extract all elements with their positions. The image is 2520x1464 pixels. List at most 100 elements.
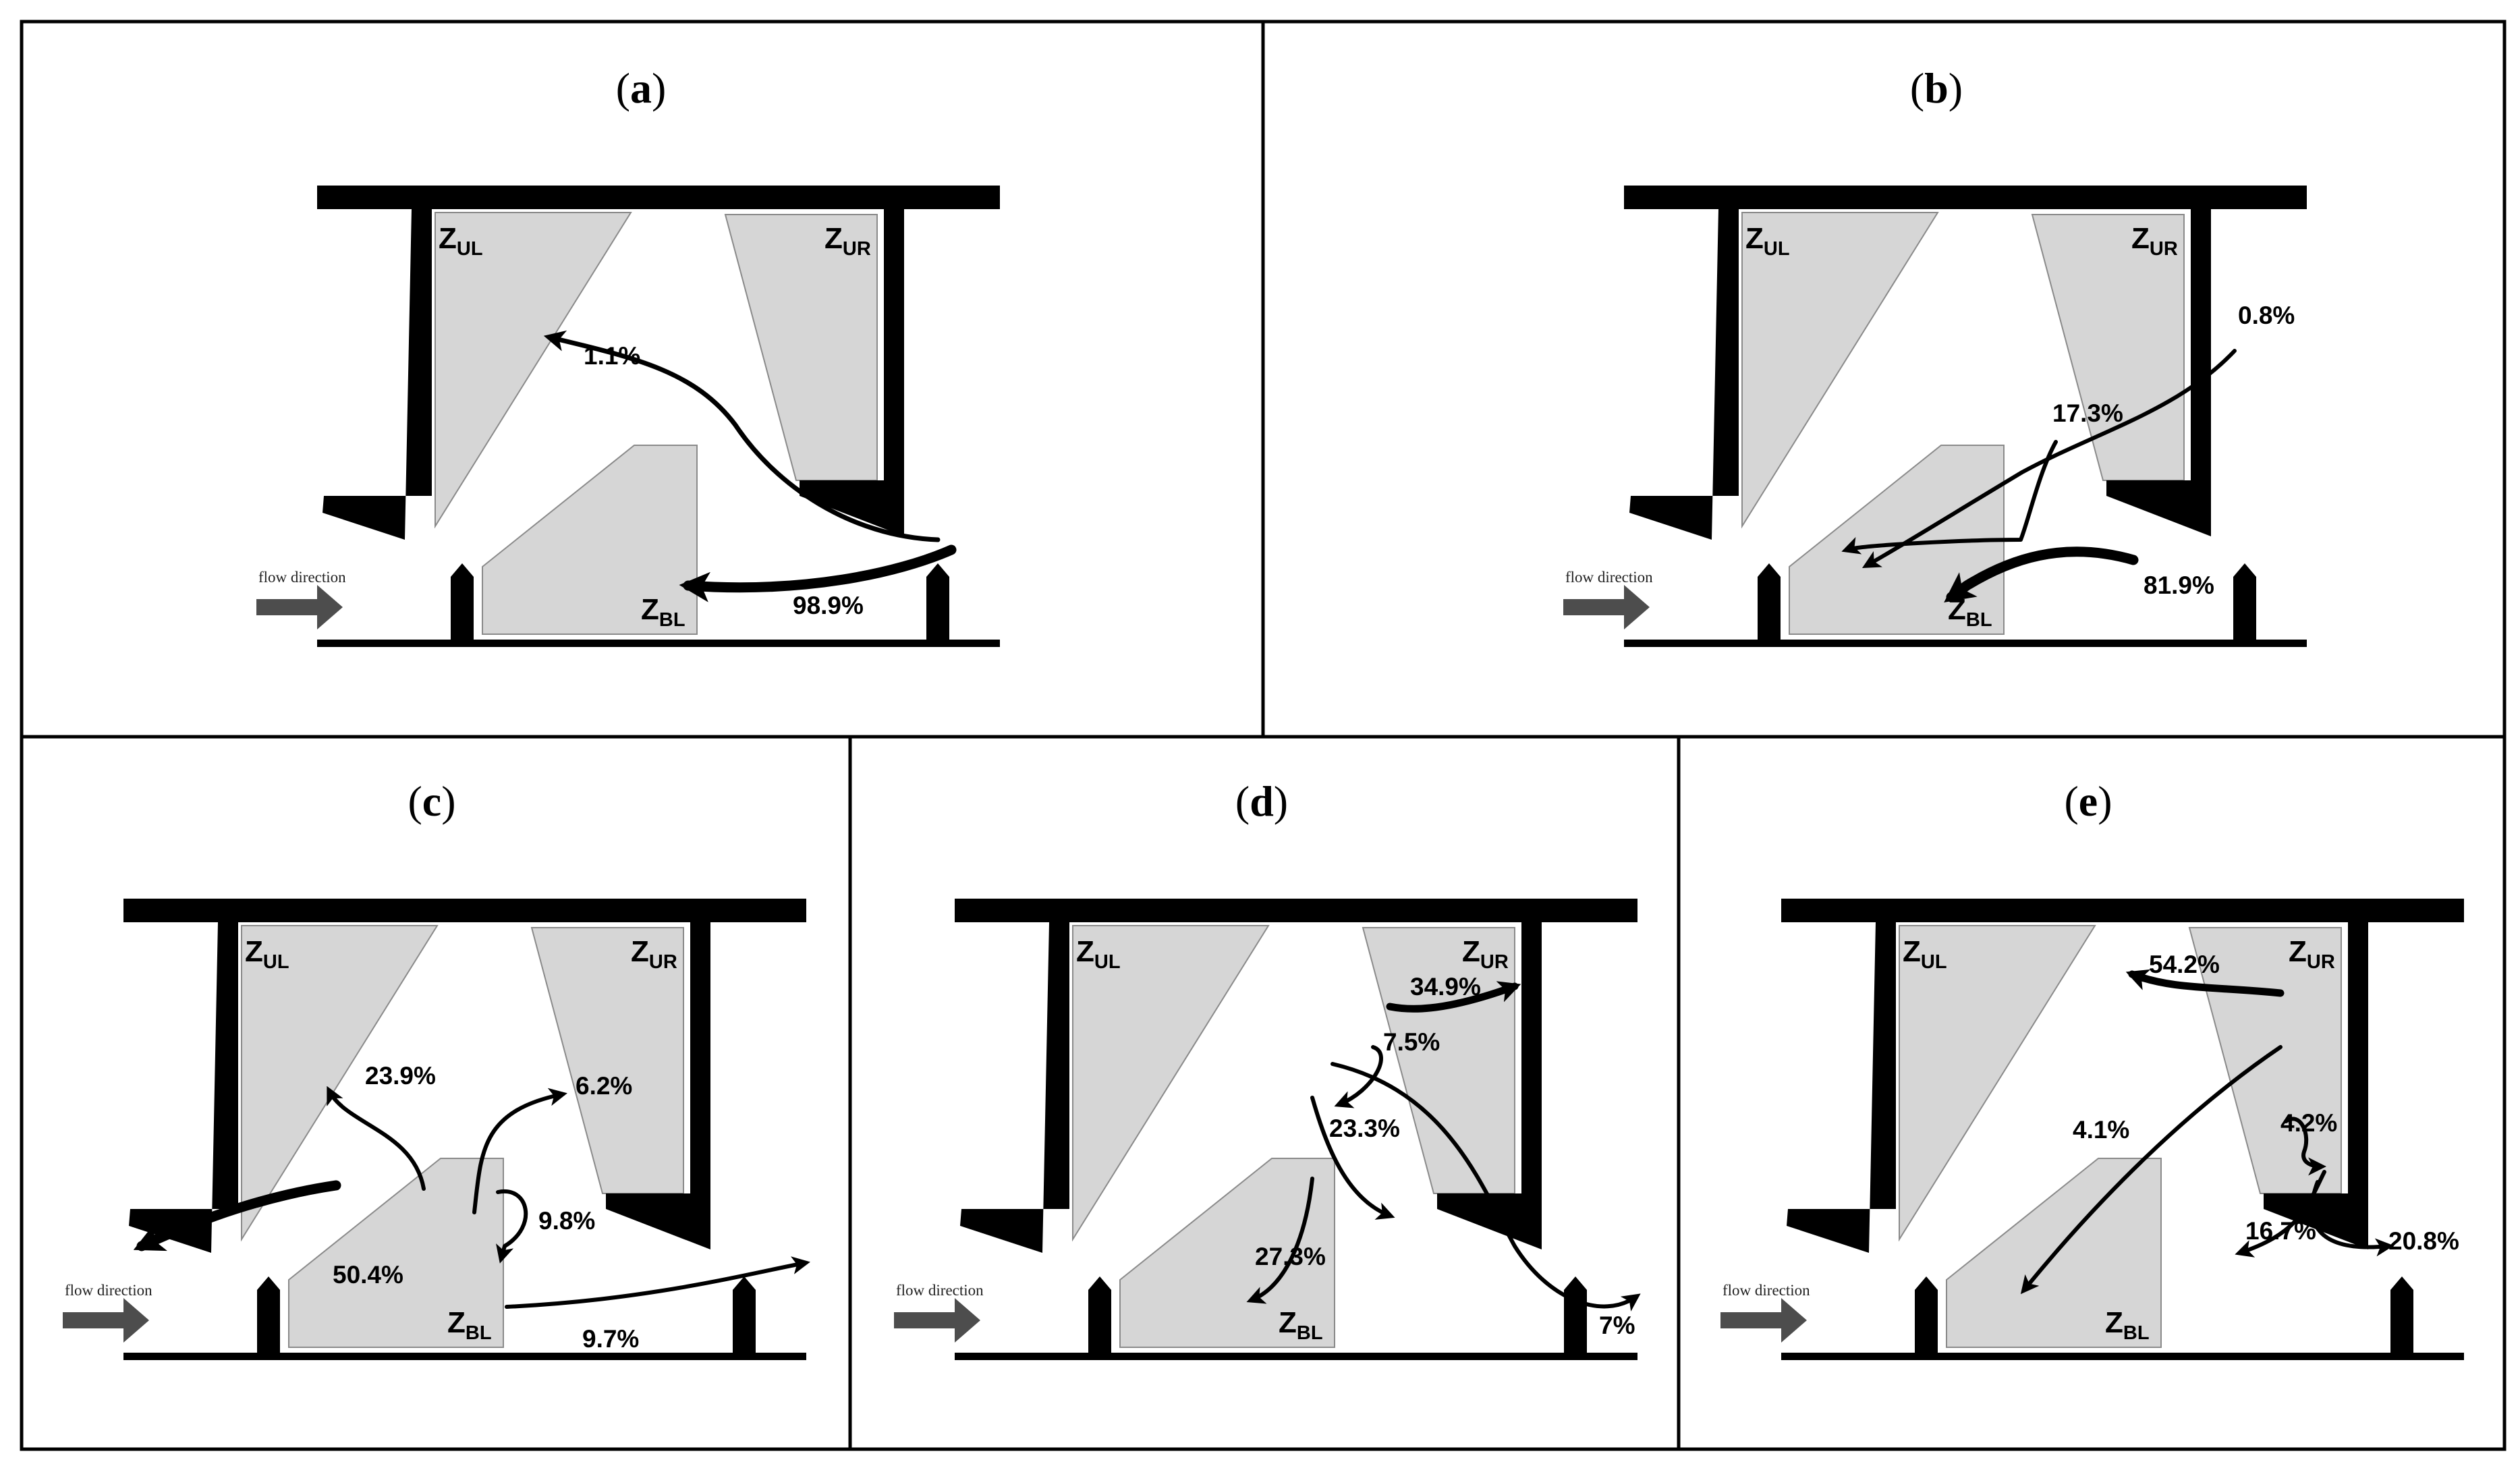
flow-percentage-label: 23.3%	[1329, 1115, 1400, 1142]
channel-bed	[123, 1353, 806, 1360]
flow-percentage-label: 9.7%	[582, 1325, 639, 1353]
channel-bed	[1781, 1353, 2464, 1360]
flow-percentage-label: 4.1%	[2073, 1116, 2129, 1144]
flow-arrow-a-2	[679, 544, 957, 602]
flow-direction-arrow	[256, 585, 343, 629]
left-pier	[129, 922, 238, 1253]
left-sill	[1088, 1276, 1111, 1354]
flow-arrow-c-5	[505, 1256, 810, 1309]
top-wall	[317, 186, 1000, 209]
panel-title: (e)	[2064, 777, 2112, 825]
flow-arrow-d-5	[1246, 1177, 1314, 1304]
flow-arrow-b-3	[1944, 546, 2139, 603]
flow-arrow-c-4	[133, 1180, 341, 1251]
zone-label-bl: ZBL	[1279, 1306, 1323, 1344]
channel-bed	[317, 640, 1000, 647]
right-pier	[800, 209, 904, 536]
zone-bottom-left	[482, 445, 698, 635]
flow-percentage-label: 54.2%	[2149, 951, 2220, 978]
left-sill	[1758, 563, 1781, 641]
flow-percentage-label: 98.9%	[793, 592, 864, 619]
frame-panel-e	[1677, 735, 2507, 1451]
panel-title: (b)	[1910, 64, 1963, 112]
panel-e: (e) flow direction ZUL ZUR ZBL 54.2% 4.1% 4.2% 1…	[1720, 777, 2464, 1360]
zone-label-ur: ZUR	[1462, 935, 1509, 973]
zone-label-ul: ZUL	[1903, 935, 1947, 973]
flow-direction-label: flow direction	[1565, 569, 1653, 586]
right-sill	[2390, 1276, 2413, 1354]
right-sill	[733, 1276, 756, 1354]
flow-arrow-e-5	[2309, 1180, 2395, 1257]
flow-percentage-label: 23.9%	[365, 1062, 436, 1090]
flow-direction-arrow	[1720, 1298, 1807, 1343]
left-sill	[451, 563, 474, 641]
zone-label-bl: ZBL	[447, 1306, 492, 1344]
flow-percentage-label: 17.3%	[2052, 399, 2123, 427]
flow-arrow-c-2	[472, 1088, 567, 1214]
top-wall	[1781, 899, 2464, 922]
zone-label-bl: ZBL	[2105, 1306, 2150, 1344]
flow-arrow-d-2	[1334, 1045, 1383, 1108]
flow-percentage-label: 7%	[1599, 1312, 1635, 1339]
flow-arrow-e-2	[2020, 1045, 2283, 1295]
flow-arrow-d-1	[1386, 981, 1521, 1013]
flow-arrow-a-1	[543, 330, 941, 542]
flow-arrow-c-3	[496, 1189, 528, 1264]
zone-label-ul: ZUL	[1745, 222, 1790, 260]
flow-direction-arrow	[1563, 585, 1650, 629]
flow-direction-label: flow direction	[258, 569, 346, 586]
zone-upper-left	[1899, 925, 2096, 1242]
right-pier	[606, 922, 710, 1249]
zone-upper-left	[241, 925, 439, 1242]
flow-percentage-label: 16.7%	[2245, 1217, 2316, 1245]
flow-percentage-label: 1.1%	[584, 342, 640, 370]
panel-title: (c)	[408, 777, 455, 825]
right-sill	[926, 563, 949, 641]
zone-upper-left	[1741, 212, 1939, 529]
top-wall	[1624, 186, 2307, 209]
panel-a: (a) flow direction ZUL ZUR ZBL 1.1% 98.9%	[256, 64, 1000, 647]
flow-percentage-label: 81.9%	[2144, 571, 2214, 599]
flow-percentage-label: 20.8%	[2388, 1227, 2459, 1255]
flow-arrow-e-3	[2284, 1117, 2327, 1176]
flow-percentage-label: 4.2%	[2280, 1109, 2337, 1137]
flow-direction-label: flow direction	[1723, 1282, 1810, 1299]
flow-arrow-b-1	[1861, 349, 2237, 568]
panel-title: (d)	[1235, 777, 1288, 825]
flow-arrow-d-3	[1310, 1096, 1395, 1220]
panel-title: (a)	[616, 64, 667, 112]
flow-percentage-label: 6.2%	[576, 1072, 632, 1100]
flow-percentage-label: 0.8%	[2238, 302, 2295, 329]
left-pier	[323, 209, 432, 540]
panel-frames	[20, 20, 2507, 1451]
left-sill	[1915, 1276, 1938, 1354]
left-sill	[257, 1276, 280, 1354]
zone-label-bl: ZBL	[641, 593, 685, 631]
right-sill	[2233, 563, 2256, 641]
top-wall	[955, 899, 1637, 922]
zone-label-ur: ZUR	[631, 935, 677, 973]
right-pier	[2264, 922, 2368, 1249]
top-wall	[123, 899, 806, 922]
flow-direction-arrow	[894, 1298, 980, 1343]
flow-percentage-label: 50.4%	[333, 1261, 403, 1289]
flow-arrow-c-1	[327, 1086, 426, 1191]
zone-label-ul: ZUL	[439, 222, 483, 260]
flow-arrow-d-4	[1331, 1062, 1641, 1312]
zone-upper-left	[1072, 925, 1270, 1242]
flow-percentage-label: 34.9%	[1410, 973, 1481, 1001]
zone-label-ur: ZUR	[2289, 935, 2335, 973]
flow-percentage-label: 27.3%	[1255, 1243, 1326, 1270]
left-pier	[1629, 209, 1739, 540]
flow-direction-label: flow direction	[65, 1282, 152, 1299]
channel-bed	[1624, 640, 2307, 647]
channel-bed	[955, 1353, 1637, 1360]
right-pier	[1437, 922, 1542, 1249]
zone-label-ur: ZUR	[824, 222, 871, 260]
flow-percentage-label: 9.8%	[538, 1207, 595, 1235]
